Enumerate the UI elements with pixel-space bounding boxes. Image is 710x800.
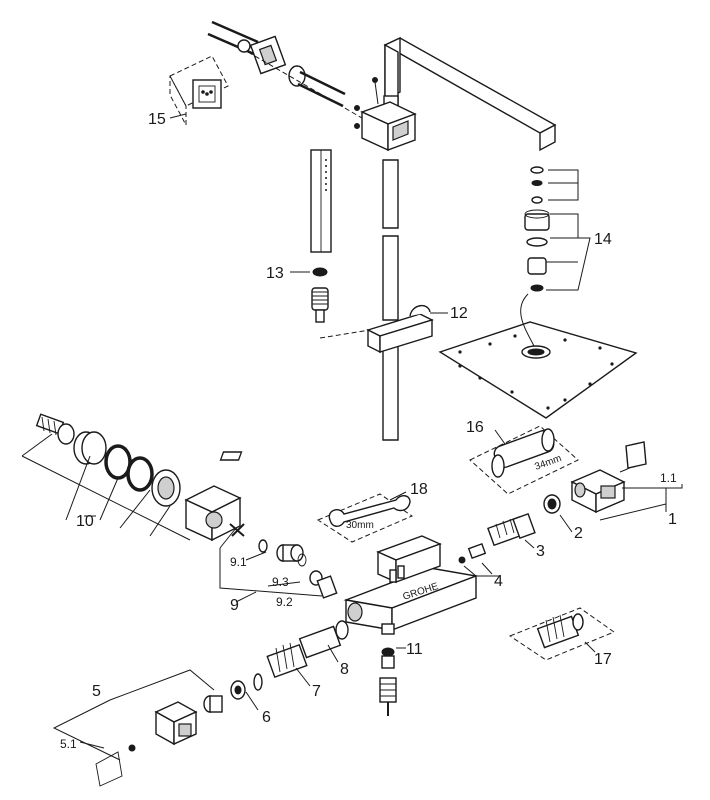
label-7: 7	[312, 683, 321, 700]
label-13: 13	[266, 265, 284, 282]
wrench-18-size: 30mm	[346, 520, 374, 531]
thermostat-body: GROHE	[343, 535, 479, 635]
slider-12	[319, 305, 434, 354]
label-6: 6	[262, 709, 271, 726]
label-16: 16	[466, 419, 484, 436]
parts-9	[219, 523, 338, 599]
label-12: 12	[450, 305, 468, 322]
label-3: 3	[536, 543, 545, 560]
label-1-1: 1.1	[660, 471, 677, 485]
parts-5-to-11	[52, 620, 397, 787]
label-18: 18	[410, 481, 428, 498]
label-2: 2	[574, 525, 583, 542]
overhead-shower-head	[438, 321, 638, 419]
label-14: 14	[594, 231, 612, 248]
wall-plate-15	[169, 55, 229, 126]
parts-1-to-4	[458, 441, 683, 577]
wall-fixing-set	[207, 20, 363, 119]
shower-arm	[383, 36, 557, 152]
label-9: 9	[230, 597, 239, 614]
label-9-2: 9.2	[276, 595, 293, 609]
hand-shower	[310, 149, 332, 323]
label-1: 1	[668, 511, 677, 528]
cartridge-17	[508, 607, 616, 661]
inlet-set-10	[21, 413, 242, 542]
wrench-18	[316, 493, 414, 543]
label-17: 17	[594, 651, 612, 668]
label-4: 4	[494, 573, 503, 590]
mounting-block	[354, 77, 417, 152]
callout-labels: 15 13 12 14 16 18 10 1 1.1 2 3 4 9.1 9.3…	[60, 111, 677, 751]
wrench-16	[469, 425, 579, 495]
label-9-1: 9.1	[230, 555, 247, 569]
label-10: 10	[76, 513, 94, 530]
label-8: 8	[340, 661, 349, 678]
label-5-1: 5.1	[60, 737, 77, 751]
connection-parts-14	[520, 166, 591, 347]
label-11: 11	[406, 641, 423, 658]
riser-rail	[219, 159, 399, 461]
label-5: 5	[92, 683, 101, 700]
label-9-3: 9.3	[272, 575, 289, 589]
callout-leaders	[84, 113, 667, 711]
label-15: 15	[148, 111, 166, 128]
